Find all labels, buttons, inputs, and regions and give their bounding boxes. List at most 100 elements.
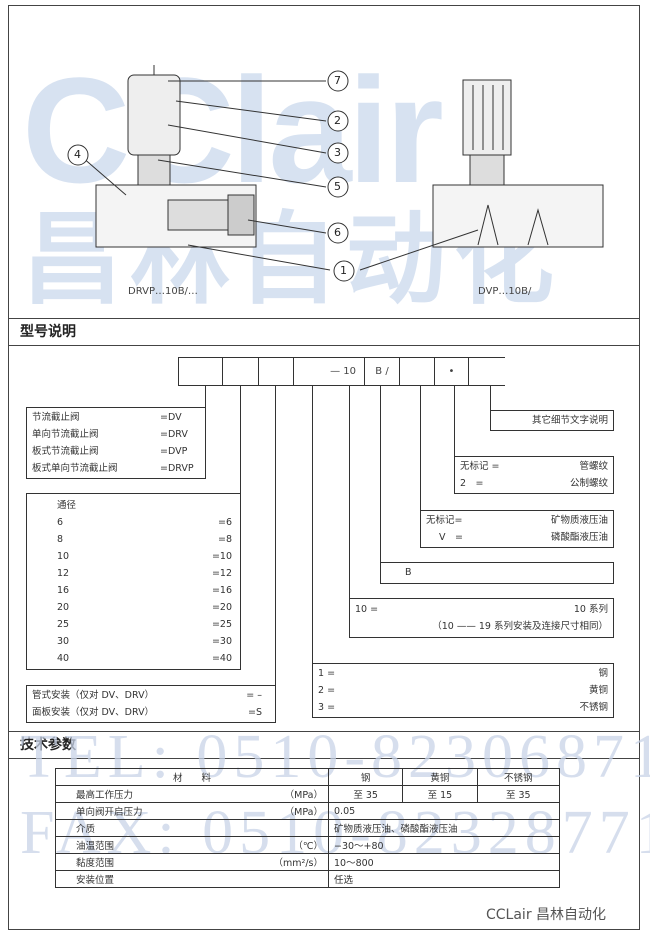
leader-line [349,386,351,599]
type-name: 板式节流截止阀 [32,446,99,457]
mount-type: 面板安装（仅对 DV、DRV） [32,707,155,718]
leader-line [275,386,277,686]
mount-code: = – [246,690,262,701]
model-code-row: — 10 B / • [178,357,505,386]
code-cell [400,358,435,386]
b-box: B [380,562,614,584]
fluid-type: 磷酸酯液压油 [550,532,608,543]
table-row: 黏度范围（mm²/s） 10～800 [55,853,560,871]
param-value: 10～800 [328,853,560,871]
list-item: 1 = 钢 [313,665,613,682]
material-code: 1 = [318,668,336,679]
param-label: 介质 [76,824,96,835]
size-value: 16 [57,585,70,596]
right-valve-label: DVP…10B/ [478,286,532,297]
size-value: 10 [57,551,70,562]
param-value: 至 15 [402,785,478,803]
size-code: =30 [211,636,232,647]
size-code: =6 [217,517,232,528]
size-code: =8 [217,534,232,545]
type-code: =DV [160,412,182,423]
param-label: 黏度范围 [76,858,115,869]
list-item: 25=25 [57,616,232,633]
page-frame [8,5,640,930]
param-label: 安装位置 [76,875,115,886]
leader-line [490,386,492,411]
param-name: 油温范围 （℃） [55,836,329,854]
list-item: 板式节流截止阀=DVP [27,443,205,460]
table-row: 最高工作压力（MPa） 至 35 至 15 至 35 [55,785,561,803]
code-cell: B / [365,358,400,386]
param-unit: （MPa） [284,790,323,801]
param-label: 最高工作压力 [76,790,134,801]
list-item: 管式安装（仅对 DV、DRV）= – [27,687,275,704]
table-row: 介质 矿物质液压油、磷酸酯液压油 [55,819,560,837]
code-cell: • [435,358,469,386]
size-title: 通径 [57,500,77,511]
material-header: 材 料 [55,768,329,786]
material-code: 3 = [318,702,336,713]
mount-box: 管式安装（仅对 DV、DRV）= – 面板安装（仅对 DV、DRV）=S [26,685,276,723]
list-item: 单向节流截止阀=DRV [27,426,205,443]
fluid-type: 矿物质液压油 [550,515,608,526]
list-item: 无标记 =管螺纹 [455,458,613,475]
series-note: （10 —— 19 系列安装及连接尺寸相同） [432,621,608,632]
size-code: =16 [211,585,232,596]
watermark-logo: CClair [22,46,444,214]
list-item: 10 =10 系列 [350,601,613,618]
callout-1: 1 [340,264,347,277]
callout-2: 2 [334,114,341,127]
param-value: −30～+80 [328,836,560,854]
leader-line [380,386,382,563]
footer-brand: CCLair 昌林自动化 [486,907,607,923]
other-details-box: 其它细节文字说明 [490,410,614,431]
thread-box: 无标记 =管螺纹 2 = 公制螺纹 [454,456,614,494]
param-value: 0.05 [328,802,560,820]
list-item: 板式单向节流截止阀=DRVP [27,460,205,477]
list-item: 8 =8 [57,531,232,548]
thread-code: 2 = [460,478,484,489]
list-item: 面板安装（仅对 DV、DRV）=S [27,704,275,721]
valve-type-box: 节流截止阀 =DV 单向节流截止阀=DRV 板式节流截止阀=DVP 板式单向节流截… [26,407,206,479]
thread-type: 公制螺纹 [569,478,608,489]
material-name: 钢 [598,668,608,679]
code-cell [179,358,223,386]
callout-4: 4 [74,148,81,161]
param-name: 黏度范围（mm²/s） [55,853,329,871]
list-item: 12=12 [57,565,232,582]
series-name: 10 系列 [573,604,608,615]
tech-params-table: 材 料 钢 黄铜 不锈钢 最高工作压力（MPa） 至 35 至 15 至 35 … [55,768,561,888]
param-name: 单向阀开启压力（MPa） [55,802,329,820]
callout-6: 6 [334,226,341,239]
list-item: 16 =16 [57,582,232,599]
type-name: 节流截止阀 [32,412,80,423]
table-row: 单向阀开启压力（MPa） 0.05 [55,802,560,820]
series-box: 10 =10 系列 （10 —— 19 系列安装及连接尺寸相同） [349,598,614,638]
valve-drawings [67,65,604,282]
leader-line [312,386,314,664]
size-code: =25 [211,619,232,630]
size-code: =10 [211,551,232,562]
fluid-box: 无标记= 矿物质液压油 V =磷酸酯液压油 [420,510,614,548]
param-value: 矿物质液压油、磷酸酯液压油 [328,819,560,837]
section-tech-title: 技术参数 [8,731,640,759]
left-valve-label: DRVP…10B/… [128,286,198,297]
callout-3: 3 [334,146,341,159]
param-name: 最高工作压力 （MPa） [55,785,329,803]
param-unit: （℃） [293,841,323,852]
type-code: =DRVP [160,463,194,474]
size-value: 8 [57,534,64,545]
param-unit: （MPa） [284,807,323,818]
list-item: V =磷酸酯液压油 [421,529,613,546]
list-item: 无标记= 矿物质液压油 [421,512,613,529]
fluid-code: 无标记= [426,515,463,526]
table-row: 油温范围 （℃） −30～+80 [55,836,560,854]
leader-line [454,386,456,457]
table-row: 材 料 钢 黄铜 不锈钢 [55,768,561,786]
code-cell [223,358,259,386]
thread-type: 管螺纹 [579,461,608,472]
param-label: 油温范围 [76,841,115,852]
size-code: =20 [211,602,232,613]
leader-line [420,386,422,511]
size-code: =12 [211,568,232,579]
